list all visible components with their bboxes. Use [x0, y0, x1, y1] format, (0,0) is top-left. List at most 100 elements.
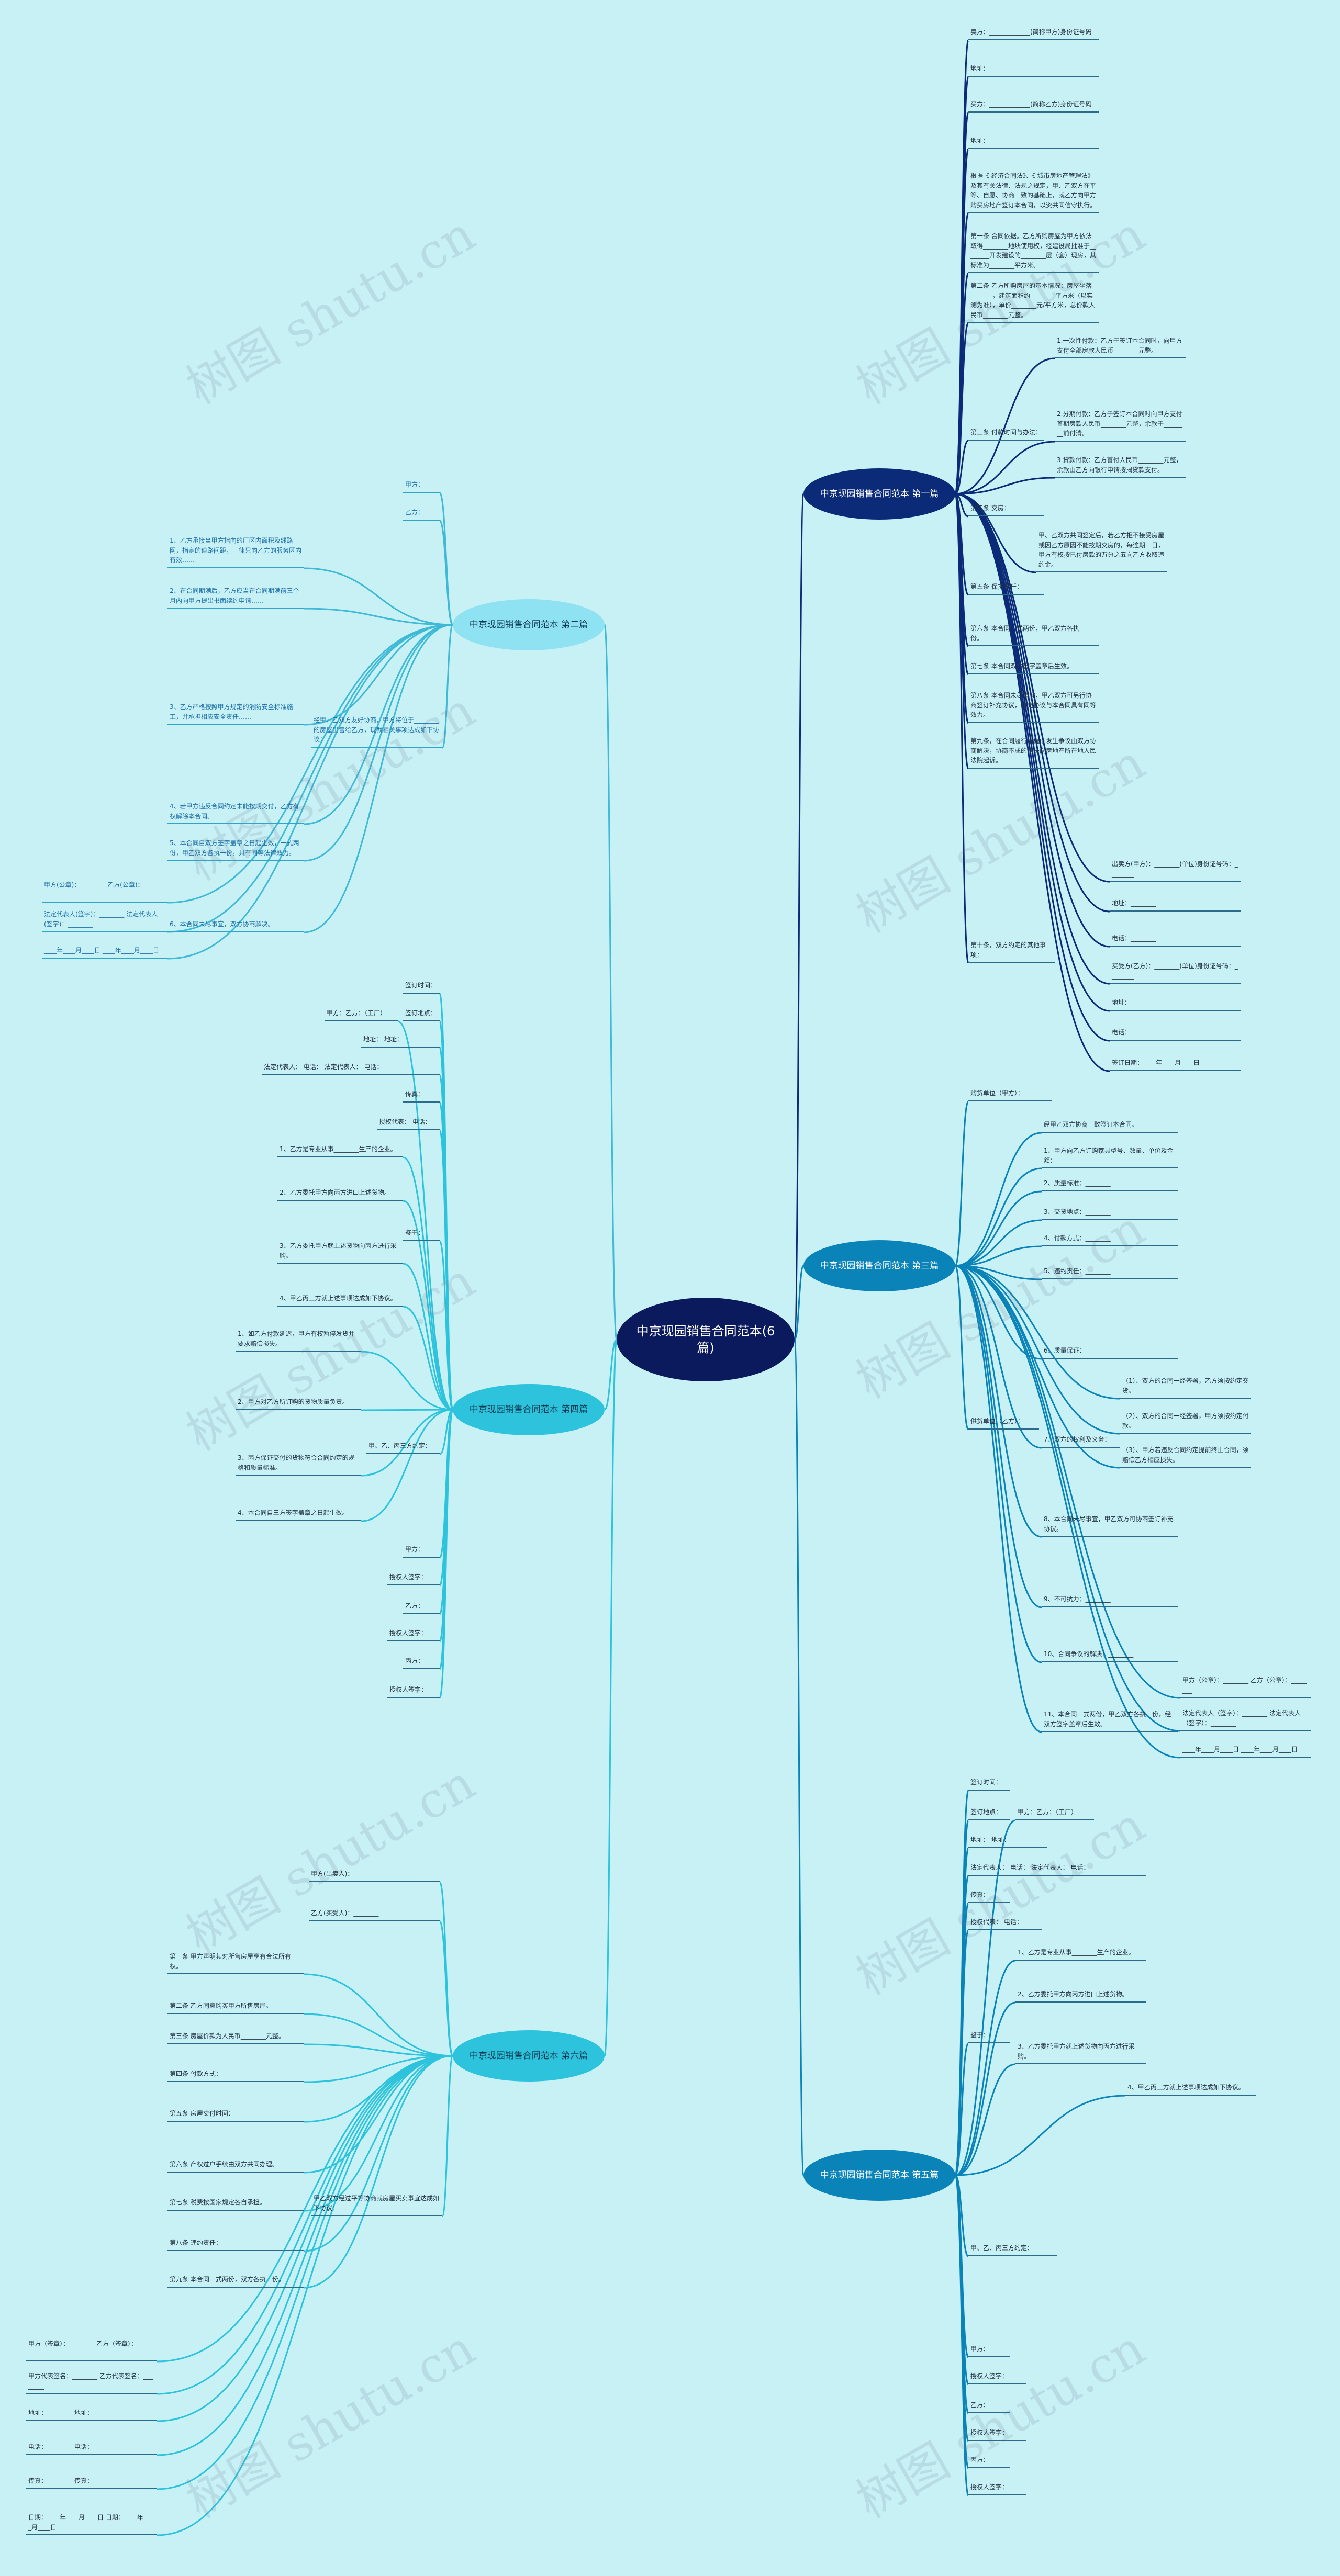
b2-clause-2: 2、在合同期满后，乙方应当在合同期满前三个月内向甲方提出书面续约申请…… — [168, 585, 304, 609]
b3-item-6: 6、质量保证：________ — [1042, 1345, 1178, 1359]
b6-item-8: 第七条 税费按国家规定各自承担。 — [168, 2197, 304, 2211]
connector-line — [955, 2095, 1126, 2176]
connector-line — [955, 1265, 1042, 1663]
branch-node-2[interactable]: 中京现园销售合同范本 第二篇 — [453, 599, 605, 650]
b5-item-8: 甲、乙、丙三方约定： — [968, 2242, 1057, 2256]
b5-sign-5: 授权人签字： — [968, 2481, 1026, 2495]
branch-node-4[interactable]: 中京现园销售合同范本 第四篇 — [453, 1384, 605, 1435]
connector-line — [303, 567, 453, 626]
b4-item-5: 传真： — [403, 1088, 440, 1103]
b1-article-3: 第三条 付款时间与办法： — [968, 426, 1044, 441]
b5-item-4: 法定代表人： 电话： 法定代表人： 电话： — [968, 1862, 1146, 1876]
b2-sign-3: ____年____月____日 ____年____月____日 — [42, 944, 168, 959]
b2-clause-5: 5、本合同自双方签字盖章之日起生效，一式两份，甲乙双方各执一份，具有同等法律效力… — [168, 837, 304, 861]
connector-line — [157, 2055, 453, 2395]
connector-line — [794, 493, 805, 1341]
b4-premise-4: 4、甲乙丙三方就上述事项达成如下协议。 — [277, 1292, 403, 1307]
connector-line — [439, 1409, 454, 1699]
connector-line — [157, 2055, 453, 2363]
b1-article-2: 第二条 乙方所购房屋的基本情况：房屋坐落________，建筑面积约______… — [968, 280, 1099, 323]
b1-sign-address: 地址：________ — [1110, 897, 1241, 912]
b5-sign-3: 授权人签字： — [968, 2427, 1026, 2441]
connector-line — [303, 624, 453, 825]
b1-sign-phone-2: 电话：________ — [1110, 1027, 1241, 1041]
b5-item-6: 授权代表： 电话： — [968, 1916, 1042, 1930]
b1-article-4: 第四条 交房： — [968, 502, 1044, 516]
b5-item-1: 签订地点： — [968, 1806, 1010, 1820]
b1-article-10: 第十条，双方约定的其他事项： — [968, 939, 1055, 963]
connector-line — [361, 1409, 453, 1522]
branch-node-3[interactable]: 中京现园销售合同范本 第三篇 — [803, 1240, 955, 1291]
b5-clause-1: 1、乙方是专业从事________生产的企业。 — [1015, 1947, 1146, 1961]
connector-line — [955, 2001, 1016, 2176]
connector-line — [604, 1338, 618, 1411]
b3-sign-1: 甲方（公章）：________ 乙方（公章）：________ — [1180, 1674, 1311, 1698]
b1-seller-address: 地址：___________________ — [968, 63, 1099, 77]
connector-line — [157, 2055, 453, 2490]
connector-line — [303, 2055, 453, 2083]
connector-line — [955, 1265, 1042, 1538]
connector-line — [955, 2063, 1016, 2176]
b4-sign-0: 甲方： — [403, 1544, 440, 1558]
connector-line — [954, 322, 969, 495]
connector-line — [955, 1132, 1042, 1267]
connector-line — [604, 1338, 618, 2057]
b3-sign-3: ____年____月____日 ____年____月____日 — [1180, 1743, 1311, 1758]
b1-seller: 卖方：_____________(简称甲方)身份证号码 — [968, 26, 1099, 40]
connector-line — [303, 2013, 453, 2057]
connector-line — [954, 1265, 969, 1431]
connector-line — [403, 1200, 453, 1411]
b2-party-a: 甲方： — [403, 479, 440, 493]
connector-line — [955, 441, 1055, 495]
b6-sign-5: 日期：____年____月____日 日期：____年____月____日 — [26, 2512, 157, 2536]
b4-clause-1: 1、如乙方付款延迟，甲方有权暂停发货并要求赔偿损失。 — [236, 1328, 361, 1352]
b1-sign-date: 签订日期：____年____月____日 — [1110, 1057, 1241, 1071]
b2-clause-6: 6、本合同未尽事宜，双方协商解决。 — [168, 918, 304, 932]
connector-line — [303, 624, 453, 933]
root-node[interactable]: 中京现园销售合同范本(6篇) — [617, 1298, 795, 1381]
b5-sign-1: 授权人签字： — [968, 2370, 1026, 2384]
b3-item-10: 10、合同争议的解决：________ — [1042, 1648, 1178, 1662]
b1-article-5: 第五条 保护责任： — [968, 581, 1044, 595]
branch-node-5[interactable]: 中京现园销售合同范本 第五篇 — [803, 2150, 955, 2201]
b5-item-5: 传真： — [968, 1889, 1010, 1903]
connector-line — [955, 1265, 1181, 1699]
b5-item-2: 甲方：乙方：（工厂） — [1015, 1806, 1094, 1820]
connector-line — [361, 1409, 453, 1477]
b1-article-1: 第一条 合同依据。乙方所购房屋为甲方依法取得________地块使用权，经建设局… — [968, 230, 1099, 274]
connector-line — [303, 2043, 453, 2057]
b1-sign-buyer: 买受方(乙方)：________(单位)身份证号码：________ — [1110, 960, 1241, 984]
b3-duty-1: （1）、双方的合同一经签署，乙方须按约定交货。 — [1120, 1375, 1251, 1399]
b4-clause-4: 4、本合同自三方签字盖章之日起生效。 — [236, 1507, 361, 1521]
b6-item-1: 乙方(买受人)：________ — [309, 1907, 440, 1921]
b1-delay-note: 甲、乙双方共同签定后，若乙方拒不接受房屋或因乙方原因不能按期交房的，每逾期一日，… — [1036, 530, 1167, 573]
b6-item-9: 第八条 违约责任：________ — [168, 2237, 304, 2251]
b5-item-0: 签订时间： — [968, 1776, 1010, 1791]
b1-pay-1: 1.一次性付款：乙方于签订本合同时，向甲方支付全部房款人民币________元整… — [1055, 335, 1186, 359]
connector-line — [167, 624, 453, 960]
b3-item-0: 经甲乙双方协商一致签订本合同。 — [1042, 1119, 1178, 1133]
b1-buyer: 买方：_____________(简称乙方)身份证号码 — [968, 98, 1099, 113]
connector-line — [441, 2055, 454, 2217]
connector-line — [955, 1265, 1121, 1435]
b2-mid-note: 经甲、乙双方友好协商，甲方将位于________的房屋出售给乙方，现就相关事项达… — [311, 714, 442, 748]
b6-item-6: 第五条 房屋交付时间：________ — [168, 2108, 304, 2122]
connector-line — [303, 608, 453, 626]
connector-line — [955, 1960, 1016, 2176]
b1-article-6: 第六条 本合同一式两份，甲乙双方各执一份。 — [968, 623, 1099, 647]
b4-clause-2: 2、甲方对乙方所订购的货物质量负责。 — [236, 1396, 361, 1410]
connector-line — [794, 1265, 805, 1341]
b4-item-2: 甲方：乙方：（工厂） — [325, 1007, 398, 1021]
branch-node-1[interactable]: 中京现园销售合同范本 第一篇 — [803, 468, 955, 520]
branch-node-6[interactable]: 中京现园销售合同范本 第六篇 — [453, 2030, 605, 2082]
connector-line — [604, 624, 618, 1341]
b4-item-4: 法定代表人： 电话： 法定代表人： 电话： — [262, 1061, 440, 1075]
b4-clause-3: 3、丙方保证交付的货物符合合同约定的规格和质量标准。 — [236, 1452, 361, 1476]
b2-sign-1: 甲方(公章)：________ 乙方(公章)：________ — [42, 879, 168, 903]
connector-line — [167, 624, 453, 933]
connector-line — [303, 624, 453, 726]
connector-line — [167, 624, 453, 904]
b1-article-9: 第九条，在合同履行过程中发生争议由双方协商解决，协商不成的依法向房地产所在地人民… — [968, 735, 1099, 769]
b4-item-8: 甲、乙、丙三方约定： — [366, 1440, 440, 1454]
